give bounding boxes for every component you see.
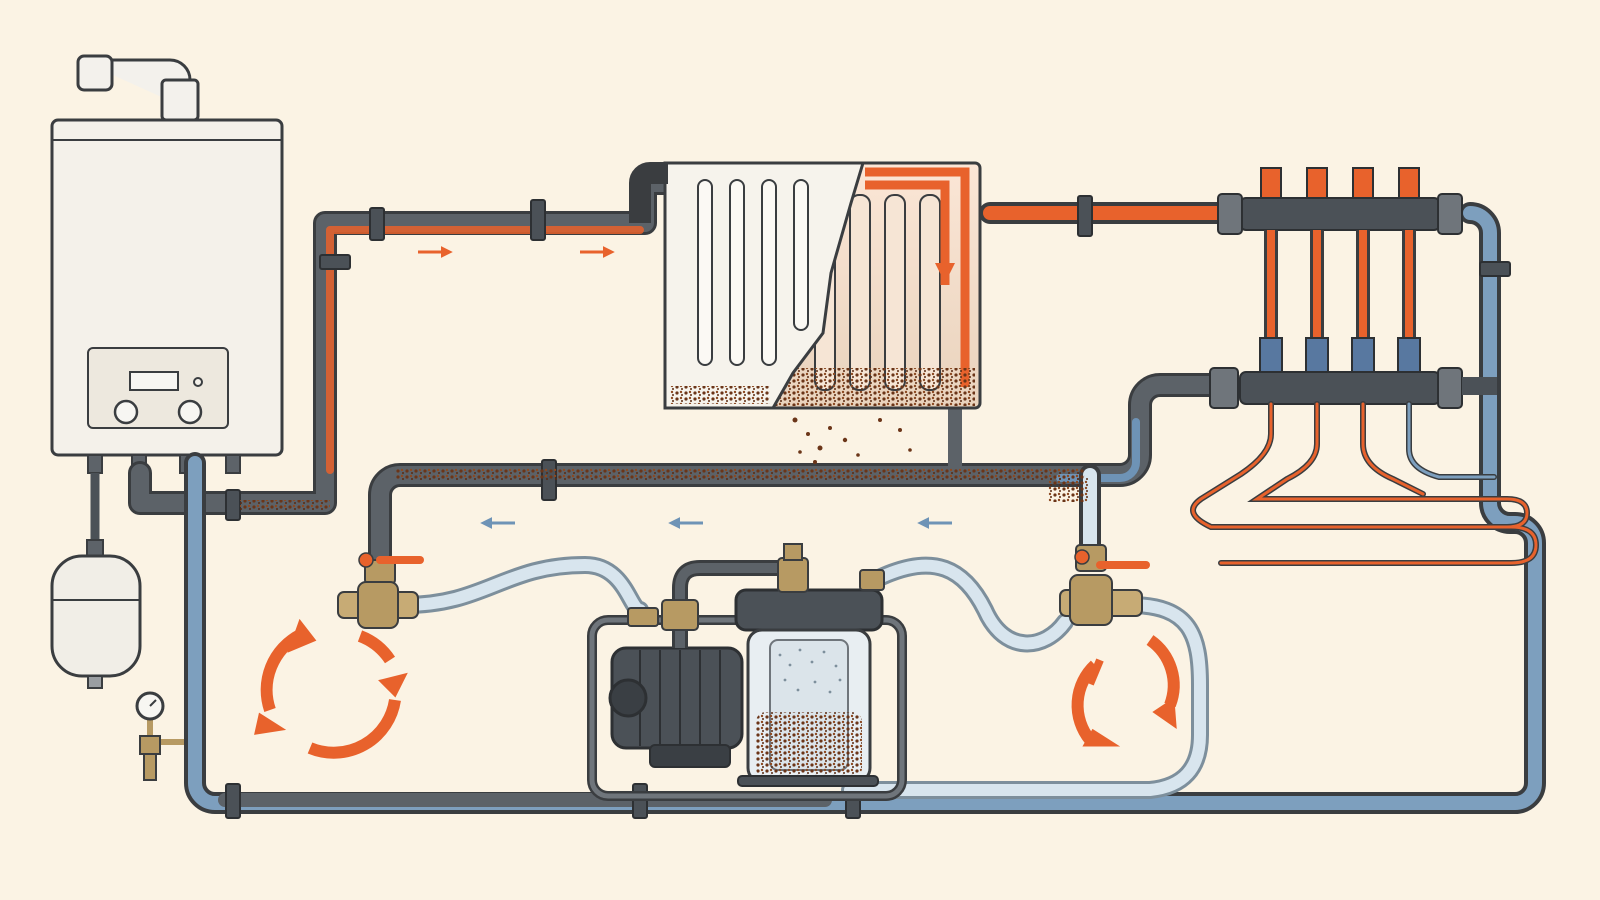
flue-elbow [76,54,114,92]
expansion-vessel [50,473,142,689]
filter-cap [734,588,884,632]
boiler [50,54,284,474]
boiler-connections [87,454,241,474]
radiator [663,161,982,464]
manifold-return-bar [1239,371,1441,405]
sludge-deposits [240,468,1088,510]
right-isolation-valve [1059,544,1150,626]
flush-pump [587,560,907,801]
sludge-filter [734,543,885,787]
falling-sludge [792,417,912,464]
circulation-left [254,618,408,759]
circulation-right [1071,635,1180,747]
manifold-ports [1259,167,1421,373]
pressure-gauge [135,691,190,781]
flue-riser [160,78,200,122]
left-knob-icon [113,399,139,425]
manifold-flow-bar [1239,197,1441,231]
right-knob-icon [177,399,203,425]
left-isolation-valve [337,552,424,629]
flow-pipe-hot-core [326,226,644,474]
flushing-hoses [396,555,1209,799]
boiler-display [129,371,179,391]
boiler-led [193,377,203,387]
radiator-inlet-elbow [629,162,668,223]
return-pipe-cold-core [1056,418,1140,482]
flow-arrows [418,195,955,529]
underfloor-loop [1190,401,1540,566]
vessel-body [50,554,142,678]
underfloor-manifold [1209,167,1497,409]
filter-sludge [756,712,862,778]
